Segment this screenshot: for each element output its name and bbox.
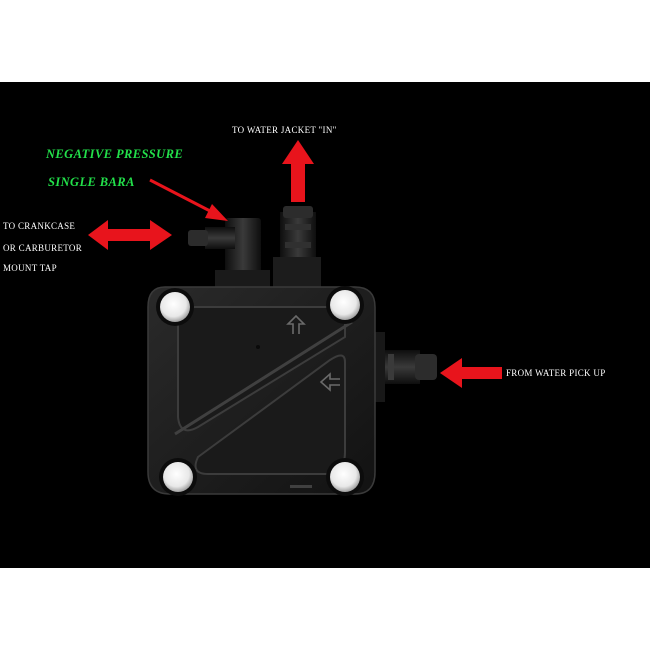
bottom-slot <box>290 485 312 488</box>
diagram-stage: NEGATIVE PRESSURE SINGLE BARA TO WATER J… <box>0 82 650 568</box>
up-arrow-icon <box>286 314 306 334</box>
crankcase-fitting <box>188 218 270 300</box>
bolt-bottom-right <box>326 458 364 496</box>
left-arrow-pickup <box>440 358 502 388</box>
vent-hole <box>256 345 260 349</box>
bolt-top-left <box>156 288 194 326</box>
single-bar-label: SINGLE BARA <box>48 175 135 189</box>
negative-pressure-label: NEGATIVE PRESSURE <box>46 147 184 161</box>
bolt-bottom-left <box>159 458 197 496</box>
water-jacket-nozzle <box>273 206 321 297</box>
fuel-pump <box>147 206 437 496</box>
double-arrow-crankcase <box>88 220 172 250</box>
bolt-top-right <box>326 286 364 324</box>
crankcase-label-line1: TO CRANKCASE <box>3 221 76 231</box>
left-arrow-icon <box>319 372 340 392</box>
up-arrow <box>282 140 314 202</box>
water-pickup-label: FROM WATER PICK UP <box>506 368 606 378</box>
pump-diagram <box>88 140 502 496</box>
crankcase-label-line3: MOUNT TAP <box>3 263 57 273</box>
water-jacket-label: TO WATER JACKET "IN" <box>232 125 337 135</box>
crankcase-label-line2: OR CARBURETOR <box>3 243 82 253</box>
pointer-arrow-negative <box>149 178 228 221</box>
